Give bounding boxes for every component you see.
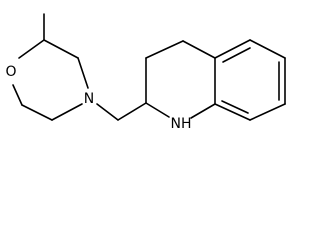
morpholine-bond-c3-c2 [43,39,79,59]
morpholine-bond-c5-n4 [51,103,83,121]
benzene-bond-c7-c8 [249,103,286,121]
morpholine-bond-c6-c5 [21,104,53,121]
benzene-double-bond-inner-3 [221,100,249,114]
linker-bond-ch2-c2 [117,102,147,121]
atom-label-oxygen: O [5,64,16,80]
morpholine-bond-o1-c6 [12,84,23,106]
benzene-bond-c4a-c5 [214,39,251,59]
atom-label-amine-nh: NH [171,116,192,132]
benzene-bond-c8-c8a [214,103,251,121]
thq-bond-c4-c4a [182,40,216,59]
benzene-bond-c5-c6 [249,39,286,59]
morpholine-ring [12,39,89,121]
thq-bond-c3-c4 [145,40,184,59]
thq-bond-n1-c2 [145,102,170,118]
thq-bond-c8a-n1 [190,103,216,119]
benzene-ring [214,39,286,121]
benzene-double-bond-inner-1 [222,47,251,63]
atom-label-morpholine-nitrogen: N [84,91,94,107]
linker-bond-n4-ch2 [96,103,119,121]
morpholine-bond-n4-c3 [77,57,89,89]
morpholine-bond-c2-o1 [18,39,45,59]
molecule-structure-diagram: O N NH [5,13,286,132]
tetrahydro-ring [145,40,216,119]
